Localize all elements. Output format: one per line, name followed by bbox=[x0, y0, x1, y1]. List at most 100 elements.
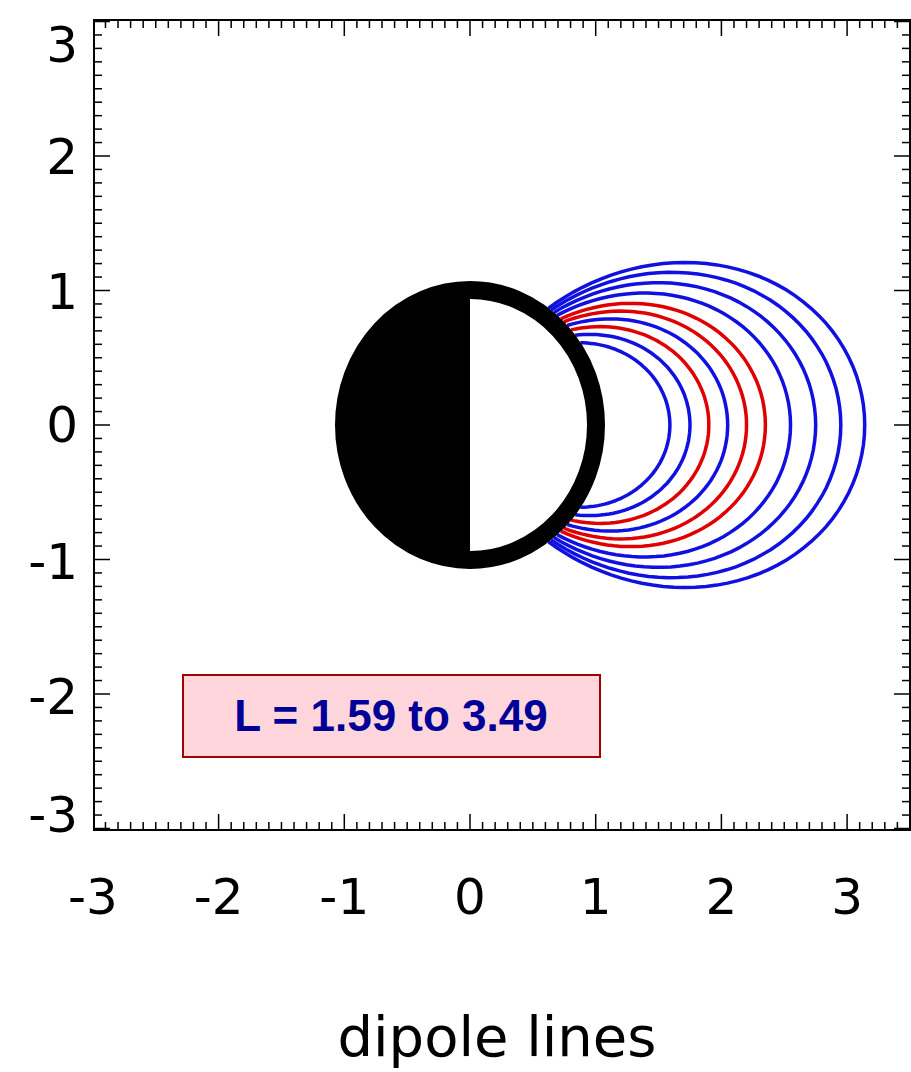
axis-tick bbox=[902, 101, 910, 103]
axis-tick bbox=[633, 20, 635, 28]
axis-tick bbox=[94, 734, 102, 736]
axis-tick bbox=[117, 822, 119, 830]
axis-tick bbox=[406, 822, 408, 830]
axis-tick bbox=[796, 20, 798, 28]
axis-tick bbox=[595, 20, 597, 36]
axis-tick bbox=[902, 492, 910, 494]
axis-tick bbox=[256, 20, 258, 28]
axis-tick bbox=[902, 61, 910, 63]
axis-tick bbox=[902, 599, 910, 601]
axis-tick bbox=[902, 249, 910, 251]
axis-tick bbox=[94, 101, 102, 103]
axis-tick bbox=[130, 822, 132, 830]
axis-tick bbox=[902, 613, 910, 615]
axis-tick bbox=[771, 20, 773, 28]
axis-tick bbox=[218, 20, 220, 36]
axis-tick bbox=[902, 303, 910, 305]
axis-tick bbox=[902, 586, 910, 588]
axis-tick bbox=[894, 559, 910, 561]
tick-label: -3 bbox=[28, 790, 78, 840]
tick-label: 2 bbox=[705, 872, 737, 922]
axis-tick bbox=[582, 20, 584, 28]
axis-tick bbox=[902, 572, 910, 574]
axis-tick bbox=[532, 20, 534, 28]
axis-tick bbox=[902, 545, 910, 547]
axis-tick bbox=[268, 20, 270, 28]
axis-tick bbox=[344, 20, 346, 36]
axis-tick bbox=[645, 822, 647, 830]
axis-tick bbox=[318, 20, 320, 28]
axis-tick bbox=[94, 707, 102, 709]
tick-label: 1 bbox=[46, 267, 78, 317]
axis-tick bbox=[902, 357, 910, 359]
axis-tick bbox=[902, 317, 910, 319]
axis-tick bbox=[142, 822, 144, 830]
axis-tick bbox=[369, 822, 371, 830]
axis-tick bbox=[94, 397, 102, 399]
axis-tick bbox=[620, 822, 622, 830]
axis-tick bbox=[545, 822, 547, 830]
axis-tick bbox=[94, 787, 102, 789]
axis-tick bbox=[902, 774, 910, 776]
axis-tick bbox=[902, 196, 910, 198]
axis-tick bbox=[902, 209, 910, 211]
axis-tick bbox=[94, 155, 110, 157]
axis-tick bbox=[902, 397, 910, 399]
axis-tick bbox=[902, 411, 910, 413]
axis-tick bbox=[507, 822, 509, 830]
axis-tick bbox=[94, 290, 110, 292]
axis-tick bbox=[902, 34, 910, 36]
axis-tick bbox=[94, 357, 102, 359]
axis-tick bbox=[94, 626, 102, 628]
axis-tick bbox=[94, 303, 102, 305]
axis-tick bbox=[821, 822, 823, 830]
axis-tick bbox=[306, 822, 308, 830]
axis-tick bbox=[721, 20, 723, 36]
axis-tick bbox=[94, 182, 102, 184]
axis-tick bbox=[94, 720, 102, 722]
axis-tick bbox=[94, 34, 102, 36]
axis-tick bbox=[94, 88, 102, 90]
axis-tick bbox=[356, 822, 358, 830]
axis-tick bbox=[494, 20, 496, 28]
axis-tick bbox=[469, 814, 471, 830]
axis-tick bbox=[94, 384, 102, 386]
axis-tick bbox=[243, 20, 245, 28]
axis-tick bbox=[902, 734, 910, 736]
legend-box: L = 1.59 to 3.49 bbox=[182, 674, 601, 758]
axis-tick bbox=[306, 20, 308, 28]
axis-tick bbox=[193, 822, 195, 830]
axis-tick bbox=[902, 223, 910, 225]
axis-tick bbox=[94, 801, 102, 803]
axis-tick bbox=[94, 559, 110, 561]
axis-tick bbox=[834, 822, 836, 830]
axis-tick bbox=[582, 822, 584, 830]
axis-tick bbox=[894, 424, 910, 426]
axis-tick bbox=[94, 599, 102, 601]
axis-tick bbox=[218, 814, 220, 830]
axis-tick bbox=[94, 451, 102, 453]
axis-tick bbox=[94, 492, 102, 494]
axis-tick bbox=[633, 822, 635, 830]
axis-tick bbox=[94, 465, 102, 467]
axis-tick bbox=[809, 822, 811, 830]
axis-tick bbox=[771, 822, 773, 830]
axis-tick bbox=[520, 20, 522, 28]
axis-tick bbox=[432, 20, 434, 28]
axis-tick bbox=[268, 822, 270, 830]
axis-tick bbox=[871, 20, 873, 28]
axis-tick bbox=[94, 61, 102, 63]
axis-tick bbox=[94, 532, 102, 534]
axis-tick bbox=[608, 822, 610, 830]
axis-tick bbox=[746, 20, 748, 28]
axis-tick bbox=[796, 822, 798, 830]
axis-tick bbox=[902, 344, 910, 346]
axis-tick bbox=[902, 142, 910, 144]
axis-tick bbox=[746, 822, 748, 830]
axis-tick bbox=[834, 20, 836, 28]
axis-tick bbox=[94, 518, 102, 520]
axis-tick bbox=[243, 822, 245, 830]
axis-tick bbox=[205, 20, 207, 28]
axis-tick bbox=[620, 20, 622, 28]
axis-title: dipole lines bbox=[338, 1009, 657, 1065]
